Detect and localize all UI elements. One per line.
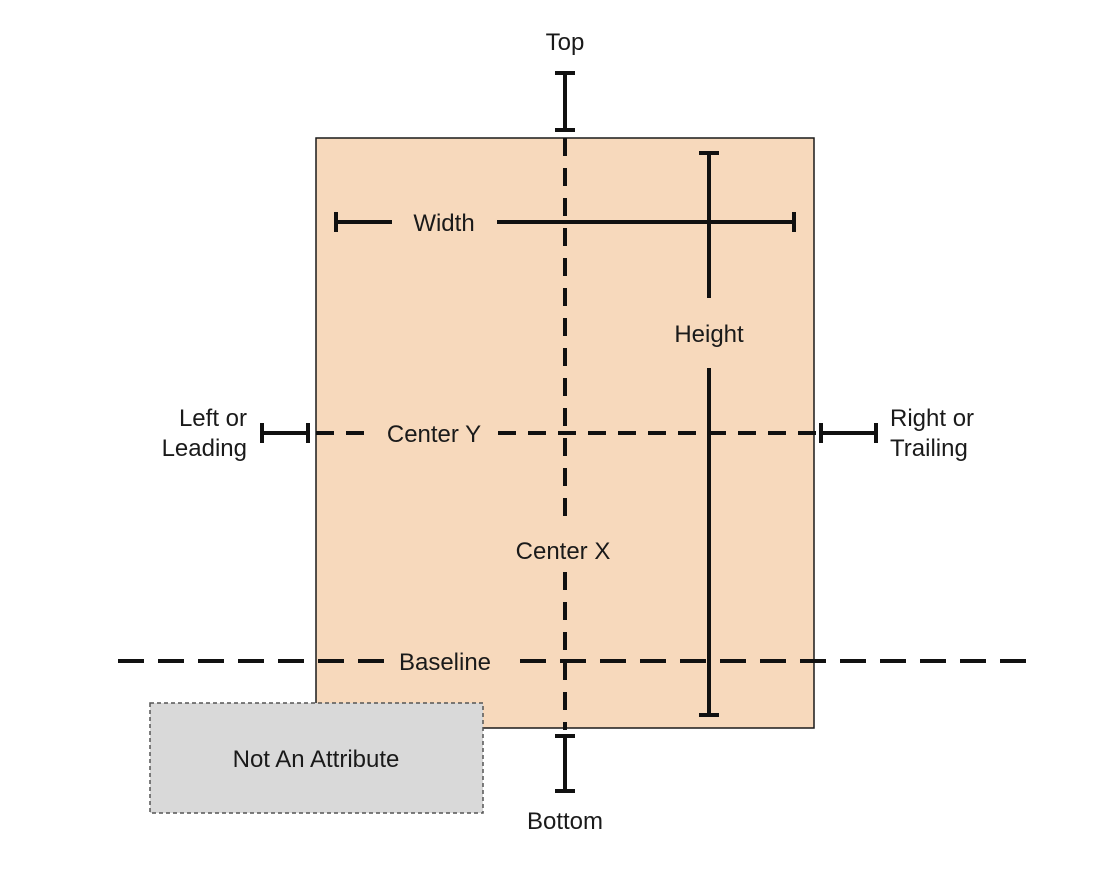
center-x-label: Center X xyxy=(516,538,611,565)
not-an-attribute-box xyxy=(149,702,484,814)
left-leading-label: Left or xyxy=(179,405,247,432)
baseline-label: Baseline xyxy=(399,649,491,676)
width-label: Width xyxy=(413,210,474,237)
bottom-marker xyxy=(555,734,575,793)
top-label: Top xyxy=(546,29,585,56)
left-leading-label-2: Leading xyxy=(162,435,247,462)
top-marker xyxy=(555,71,575,132)
left-leading-marker xyxy=(260,423,310,443)
bottom-label: Bottom xyxy=(527,808,603,835)
center-y-label: Center Y xyxy=(387,421,481,448)
right-trailing-label: Right or xyxy=(890,405,974,432)
height-label: Height xyxy=(674,321,744,348)
height-measure xyxy=(699,151,719,717)
right-trailing-marker xyxy=(819,423,878,443)
not-an-attribute-label: Not An Attribute xyxy=(233,746,400,773)
width-measure xyxy=(334,212,796,232)
right-trailing-label-2: Trailing xyxy=(890,435,968,462)
